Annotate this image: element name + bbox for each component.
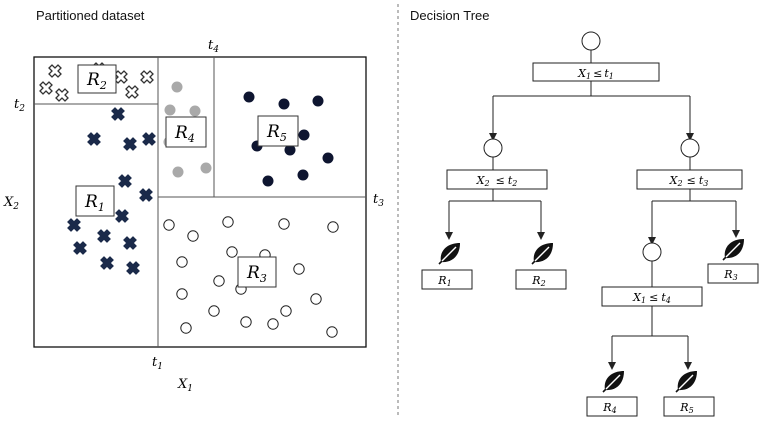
navy-cross-marker	[123, 236, 137, 250]
leaf-label-r2: R2	[531, 274, 545, 288]
navy-cross-marker	[118, 174, 132, 188]
leaf-label-r5: R5	[679, 401, 693, 415]
split-text-root: X1≤t1	[577, 67, 614, 81]
navy-cross-marker	[115, 209, 129, 223]
open-circle-marker	[267, 318, 279, 330]
open-circle-marker	[163, 219, 175, 231]
y-axis-label: X2	[3, 195, 19, 212]
open-circle-marker	[326, 326, 338, 338]
plot-border	[33, 56, 367, 348]
leaf-box-r2	[515, 269, 567, 290]
split-box-left	[446, 169, 548, 190]
right-node	[680, 138, 700, 158]
region-label-r1: R1	[75, 185, 115, 217]
gray-dot-marker	[172, 166, 184, 178]
leaf-label-r1: R1	[437, 274, 451, 288]
open-circle-marker	[310, 293, 322, 305]
leaf-label-r3: R3	[723, 268, 737, 282]
dark-dot-marker	[284, 144, 296, 156]
open-cross-marker	[125, 85, 139, 99]
split-text-left: X2≤t2	[476, 174, 518, 188]
dark-dot-marker	[298, 129, 310, 141]
open-cross-marker	[39, 81, 53, 95]
open-circle-marker	[187, 230, 199, 242]
open-circle-marker	[176, 288, 188, 300]
open-cross-marker	[48, 64, 62, 78]
navy-cross-marker	[111, 107, 125, 121]
open-circle-marker	[280, 305, 292, 317]
open-circle-marker	[222, 216, 234, 228]
threshold-label-t2: t2	[14, 97, 25, 114]
threshold-label-t3: t3	[373, 192, 384, 209]
inner-node	[642, 242, 662, 262]
threshold-label-t1: t1	[152, 355, 163, 372]
navy-cross-marker	[97, 229, 111, 243]
open-circle-marker	[327, 221, 339, 233]
open-cross-marker	[114, 70, 128, 84]
svg-text:R4: R4	[174, 123, 195, 145]
open-circle-marker	[293, 263, 305, 275]
region-label-r4: R4	[165, 116, 207, 148]
leaf-box-r5	[663, 396, 715, 417]
region-label-r5: R5	[257, 115, 299, 147]
leaf-label-r4: R4	[602, 401, 616, 415]
open-circle-marker	[213, 275, 225, 287]
decision-tree	[421, 31, 759, 417]
open-circle-marker	[180, 322, 192, 334]
left-panel-title: Partitioned dataset	[36, 8, 145, 23]
open-circle-marker	[240, 316, 252, 328]
left-node	[483, 138, 503, 158]
dark-dot-marker	[322, 152, 334, 164]
split-box-root	[532, 62, 660, 82]
navy-cross-marker	[100, 256, 114, 270]
split-text-right: X2≤t3	[669, 174, 709, 188]
split-box-inner	[601, 286, 703, 307]
region-label-r3: R3	[237, 256, 277, 288]
leaf-icon	[722, 238, 745, 261]
navy-cross-marker	[123, 137, 137, 151]
gray-dot-marker	[200, 162, 212, 174]
svg-text:R3: R3	[246, 263, 267, 285]
dark-dot-marker	[262, 175, 274, 187]
leaf-box-r4	[586, 396, 638, 417]
region-label-r2: R2	[77, 64, 117, 94]
navy-cross-marker	[73, 241, 87, 255]
split-text-inner: X1≤t4	[632, 291, 671, 305]
split-box-right	[636, 169, 743, 190]
navy-cross-marker	[142, 132, 156, 146]
threshold-label-t4: t4	[208, 38, 219, 55]
dark-dot-marker	[297, 169, 309, 181]
partition-plot: t4 t2 t3 t1 X2 X1 R2 R4 R5 R1 R3	[3, 38, 384, 394]
gray-dot-marker	[189, 105, 201, 117]
right-panel-title: Decision Tree	[410, 8, 490, 23]
leaf-icon	[531, 242, 554, 265]
svg-text:R2: R2	[86, 70, 107, 92]
leaf-icon	[675, 370, 698, 393]
gray-dot-marker	[164, 104, 176, 116]
leaf-box-r1	[421, 269, 473, 290]
open-circle-marker	[208, 305, 220, 317]
gray-dot-marker	[171, 81, 183, 93]
open-circle-marker	[278, 218, 290, 230]
open-cross-marker	[140, 70, 154, 84]
navy-cross-marker	[139, 188, 153, 202]
leaf-icon	[602, 370, 625, 393]
dark-dot-marker	[312, 95, 324, 107]
navy-cross-marker	[67, 218, 81, 232]
x-axis-label: X1	[177, 377, 193, 394]
navy-cross-marker	[87, 132, 101, 146]
open-circle-marker	[226, 246, 238, 258]
leaf-box-r3	[707, 263, 759, 284]
leaf-icon	[438, 242, 461, 265]
open-circle-marker	[176, 256, 188, 268]
svg-text:R1: R1	[84, 192, 105, 214]
open-cross-marker	[55, 88, 69, 102]
navy-cross-marker	[126, 261, 140, 275]
dark-dot-marker	[243, 91, 255, 103]
svg-text:R5: R5	[266, 122, 287, 144]
root-node	[581, 31, 601, 51]
dark-dot-marker	[278, 98, 290, 110]
